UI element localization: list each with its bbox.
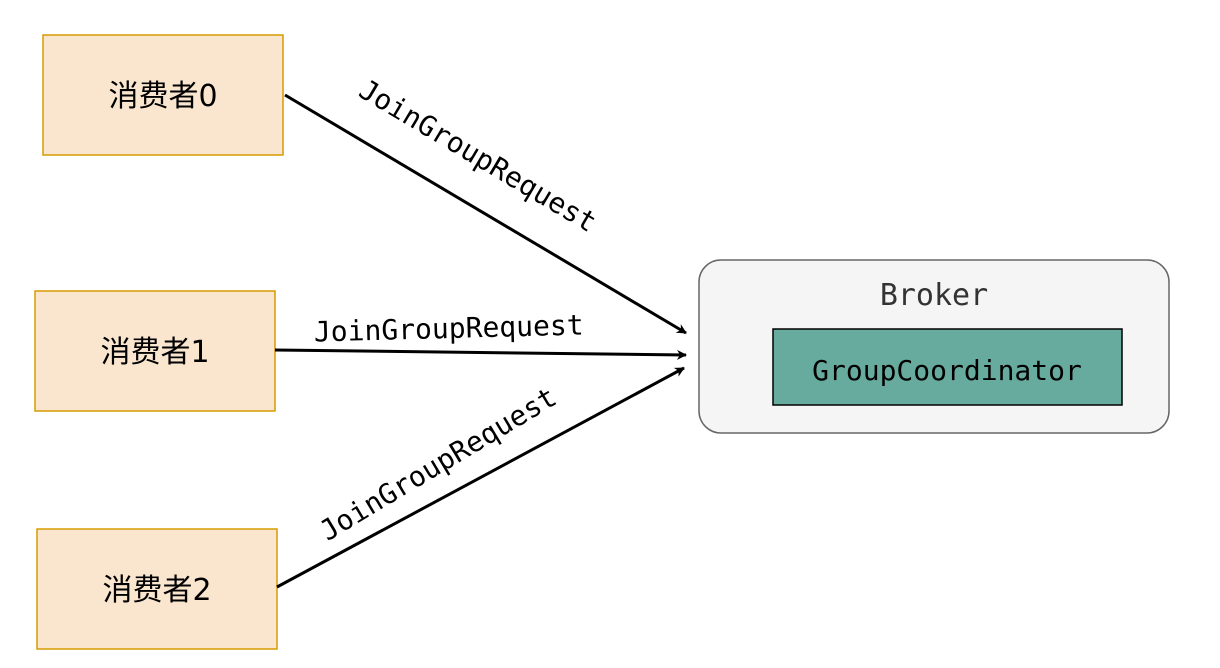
consumer-label-0: 消费者0 <box>108 79 217 114</box>
broker-node[interactable]: Broker GroupCoordinator <box>698 259 1170 434</box>
consumer-node-2[interactable]: 消费者2 <box>36 528 278 650</box>
arrow-line-2 <box>276 366 685 589</box>
group-coordinator-node[interactable]: GroupCoordinator <box>772 328 1123 406</box>
edge-0[interactable]: JoinGroupRequest <box>284 73 687 335</box>
edge-2[interactable]: JoinGroupRequest <box>276 366 685 589</box>
edge-1[interactable]: JoinGroupRequest <box>274 308 687 360</box>
group-coordinator-label: GroupCoordinator <box>812 354 1082 387</box>
arrow-line-0 <box>284 93 687 335</box>
consumer-node-0[interactable]: 消费者0 <box>42 34 284 156</box>
edge-label-2: JoinGroupRequest <box>314 380 562 547</box>
consumer-node-1[interactable]: 消费者1 <box>34 290 276 412</box>
edge-label-1: JoinGroupRequest <box>314 308 584 348</box>
consumer-label-1: 消费者1 <box>100 335 209 370</box>
arrow-line-1 <box>274 348 687 360</box>
group-coordinator-box <box>772 328 1123 406</box>
edge-label-0: JoinGroupRequest <box>353 73 602 239</box>
broker-label: Broker <box>880 278 988 313</box>
consumer-label-2: 消费者2 <box>102 573 211 608</box>
